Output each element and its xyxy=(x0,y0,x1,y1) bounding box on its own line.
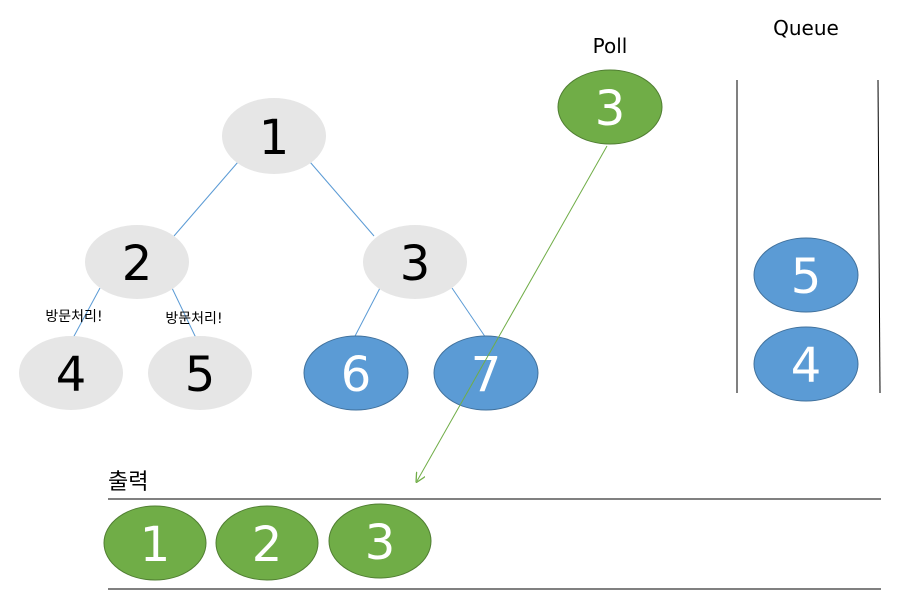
edge-2-4 xyxy=(72,287,101,339)
visit-note-node-4: 방문처리! xyxy=(45,309,102,325)
tree-node-3: 3 xyxy=(363,225,467,299)
tree-node-2: 2 xyxy=(85,225,189,299)
visit-note-node-5: 방문처리! xyxy=(165,311,222,327)
poll-title: Poll xyxy=(593,34,628,58)
output-item-2: 2 xyxy=(215,505,319,581)
output-item-2-label: 2 xyxy=(252,517,283,573)
edge-1-2 xyxy=(173,161,239,237)
tree-node-6: 6 xyxy=(303,335,409,411)
poll-node: 3 xyxy=(557,69,663,145)
output-item-1-label: 1 xyxy=(140,517,171,573)
node-5-label: 5 xyxy=(185,347,216,403)
poll-to-output-arrow xyxy=(417,145,608,481)
node-6-label: 6 xyxy=(341,347,372,403)
queue-item-5: 5 xyxy=(753,237,859,313)
queue-item-5-label: 5 xyxy=(791,249,822,305)
output-item-3: 3 xyxy=(328,503,432,579)
node-2-label: 2 xyxy=(122,236,153,292)
node-3-label: 3 xyxy=(400,236,431,292)
output-title: 출력 xyxy=(108,470,148,495)
edge-3-6 xyxy=(353,287,381,339)
output-item-3-label: 3 xyxy=(365,515,396,571)
node-7-label: 7 xyxy=(471,347,502,403)
queue-right-wall xyxy=(877,79,881,394)
tree-node-7: 7 xyxy=(433,335,539,411)
tree-node-1: 1 xyxy=(222,98,326,174)
edge-3-7 xyxy=(451,287,487,339)
queue-item-4: 4 xyxy=(753,326,859,402)
node-1-label: 1 xyxy=(259,110,290,166)
queue-title: Queue xyxy=(773,16,839,40)
poll-node-label: 3 xyxy=(595,81,626,137)
tree-node-4: 4 xyxy=(19,336,123,410)
queue-item-4-label: 4 xyxy=(791,338,822,394)
tree-edges xyxy=(72,161,487,339)
edge-2-5 xyxy=(171,287,197,339)
node-4-label: 4 xyxy=(56,347,87,403)
output-item-1: 1 xyxy=(103,505,207,581)
tree-node-5: 5 xyxy=(148,336,252,410)
edge-1-3 xyxy=(309,161,375,237)
